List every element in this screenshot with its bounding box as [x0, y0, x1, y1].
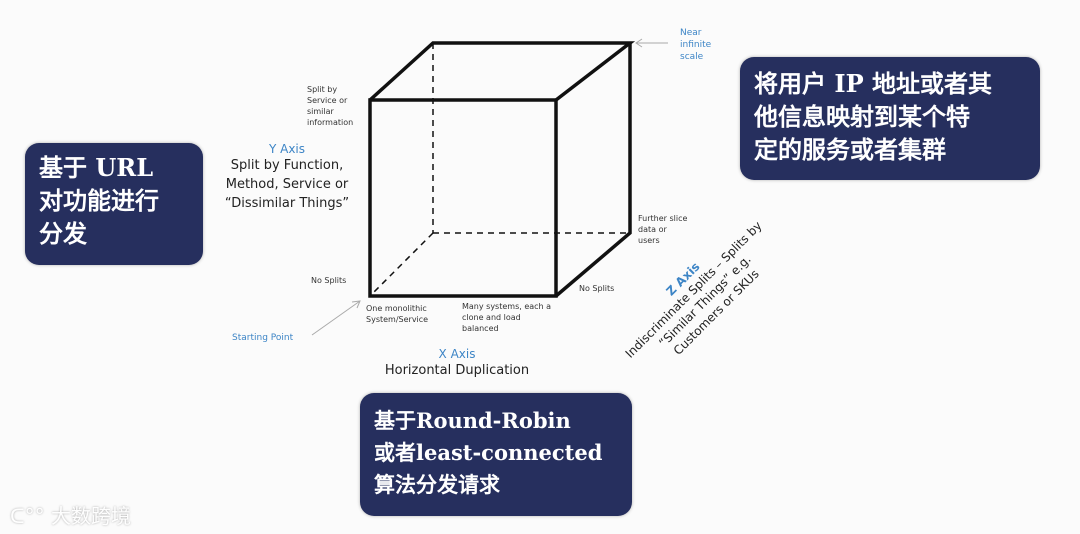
split-by-service-label: Split by Service or similar information	[307, 85, 354, 127]
no-splits-z-label: No Splits	[579, 284, 615, 293]
logo-icon: ᑕ°°	[10, 504, 45, 528]
callout-line: 分发	[39, 219, 87, 248]
callout-x-axis: 基于Round-Robin 或者least-connected 算法分发请求	[360, 393, 632, 516]
cube-top-face	[368, 41, 636, 102]
watermark-logo: ᑕ°° 大数跨境	[10, 500, 131, 529]
logo-text: 大数跨境	[50, 504, 131, 528]
y-axis-label: Y Axis Split by Function, Method, Servic…	[222, 142, 352, 213]
x-axis-label: X Axis Horizontal Duplication	[377, 347, 537, 380]
callout-line: 将用户 IP 地址或者其	[754, 69, 992, 98]
further-slice-label: Further slice data or users	[638, 214, 688, 245]
cube-side-face	[554, 43, 632, 298]
one-monolithic-label: One monolithic System/Service	[366, 304, 429, 324]
callout-line: 算法分发请求	[374, 472, 500, 497]
x-axis-desc: Horizontal Duplication	[384, 363, 530, 378]
callout-line: 他信息映射到某个特	[754, 102, 970, 131]
callout-line: 基于Round-Robin	[374, 408, 571, 433]
y-axis-desc-1: Split by Function,	[230, 158, 344, 173]
many-systems-label: Many systems, each a clone and load bala…	[462, 302, 552, 333]
starting-point-label: Starting Point	[232, 333, 294, 343]
callout-z-axis: 将用户 IP 地址或者其 他信息映射到某个特 定的服务或者集群	[740, 57, 1040, 180]
callout-line: 或者least-connected	[374, 440, 603, 465]
callout-line: 定的服务或者集群	[754, 135, 946, 164]
y-axis-title: Y Axis	[268, 142, 306, 156]
starting-point-arrow	[311, 300, 361, 336]
near-infinite-scale-label: Near infinite scale	[680, 28, 712, 62]
callout-y-axis: 基于 URL 对功能进行 分发	[25, 143, 203, 265]
no-splits-y-label: No Splits	[311, 276, 347, 285]
y-axis-desc-2: Method, Service or	[225, 177, 349, 192]
callout-line: 对功能进行	[39, 186, 159, 215]
y-axis-desc-3: “Dissimilar Things”	[224, 196, 350, 211]
cube-front-face	[368, 98, 558, 298]
callout-line: 基于 URL	[39, 153, 154, 182]
cube-hidden-edge	[369, 232, 434, 297]
x-axis-title: X Axis	[438, 347, 476, 361]
